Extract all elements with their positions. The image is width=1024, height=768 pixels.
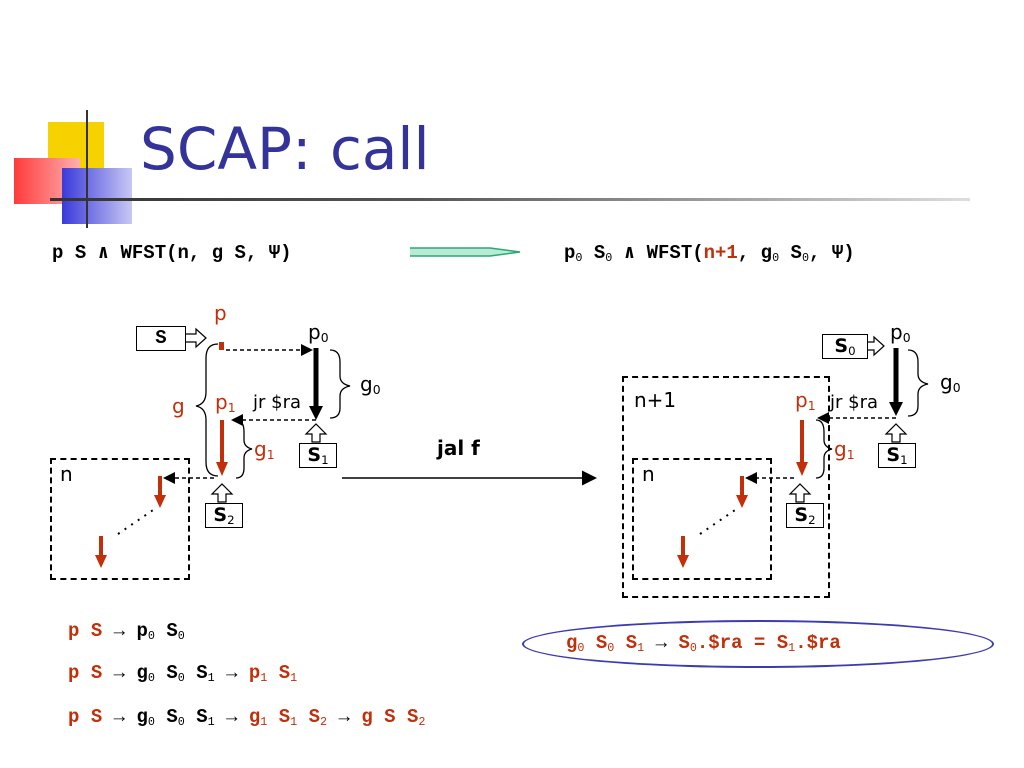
label-jr-right: jr $ra [830, 392, 879, 413]
sym-g: g [211, 242, 224, 264]
stack-frame-n-left [50, 458, 190, 580]
label-g1-right: g1 [834, 437, 855, 463]
label-p0-right: p0 [890, 320, 911, 346]
p-marker [219, 342, 224, 350]
box-S2-left: S2 [205, 503, 243, 528]
sym-n-plus-1: n+1 [703, 242, 738, 264]
logo-blue-square [62, 168, 132, 224]
logo-decoration [0, 0, 140, 240]
box-S2-right: S2 [786, 503, 824, 528]
highlight-ellipse [522, 620, 994, 668]
sym-p: p [52, 242, 64, 264]
formula-line-3: p S → g0 S0 S1 → g1 S1 S2 → g S S2 [68, 706, 426, 729]
label-n-right: n [642, 462, 655, 486]
box-S1-right: S1 [878, 443, 916, 468]
logo-vertical-line [86, 110, 88, 228]
S1-hollow-arrow [304, 423, 328, 443]
S-hollow-arrow [183, 327, 207, 349]
slide-title: SCAP: call [140, 115, 430, 183]
label-n-plus-1: n+1 [634, 388, 677, 412]
label-p-left: p [214, 301, 227, 325]
box-S0-right: S0 [822, 334, 868, 359]
header-formula-right: p0 S0 ∧ WFST(n+1, g0 S0, Ψ) [564, 242, 855, 265]
label-p0-left: p0 [308, 320, 329, 346]
label-g0-left: g0 [360, 372, 381, 398]
stack-frame-n-right [632, 458, 772, 580]
S2-hollow-arrow [210, 483, 234, 503]
title-underline [50, 198, 970, 201]
sym-wfst: WFST( [120, 242, 178, 264]
label-g0-right: g0 [940, 370, 961, 396]
label-jr-left: jr $ra [253, 392, 302, 413]
label-p1-right: p1 [795, 388, 816, 414]
stack-frame-n-plus-1 [622, 376, 830, 598]
formula-line-1: p S → p0 S0 [68, 620, 185, 643]
label-p1-left: p1 [215, 390, 236, 416]
label-jal-f: jal f [437, 436, 480, 460]
label-g-left: g [172, 394, 185, 418]
green-implication-arrow [410, 247, 521, 257]
sym-and: ∧ [97, 242, 110, 264]
sym-S2: S [234, 242, 246, 264]
header-formula-left: p S ∧ WFST(n, g S, Ψ) [52, 242, 292, 264]
sym-psi: Ψ [268, 242, 281, 264]
box-S-left: S [136, 326, 186, 351]
sym-n: n [177, 242, 189, 264]
sym-S: S [74, 242, 87, 264]
formula-ellipse: g0 S0 S1 → S0.$ra = S1.$ra [566, 632, 841, 655]
label-n-left: n [60, 462, 73, 486]
label-g1-left: g1 [254, 437, 275, 463]
box-S1-left: S1 [299, 443, 337, 468]
formula-line-2: p S → g0 S0 S1 → p1 S1 [68, 662, 298, 685]
